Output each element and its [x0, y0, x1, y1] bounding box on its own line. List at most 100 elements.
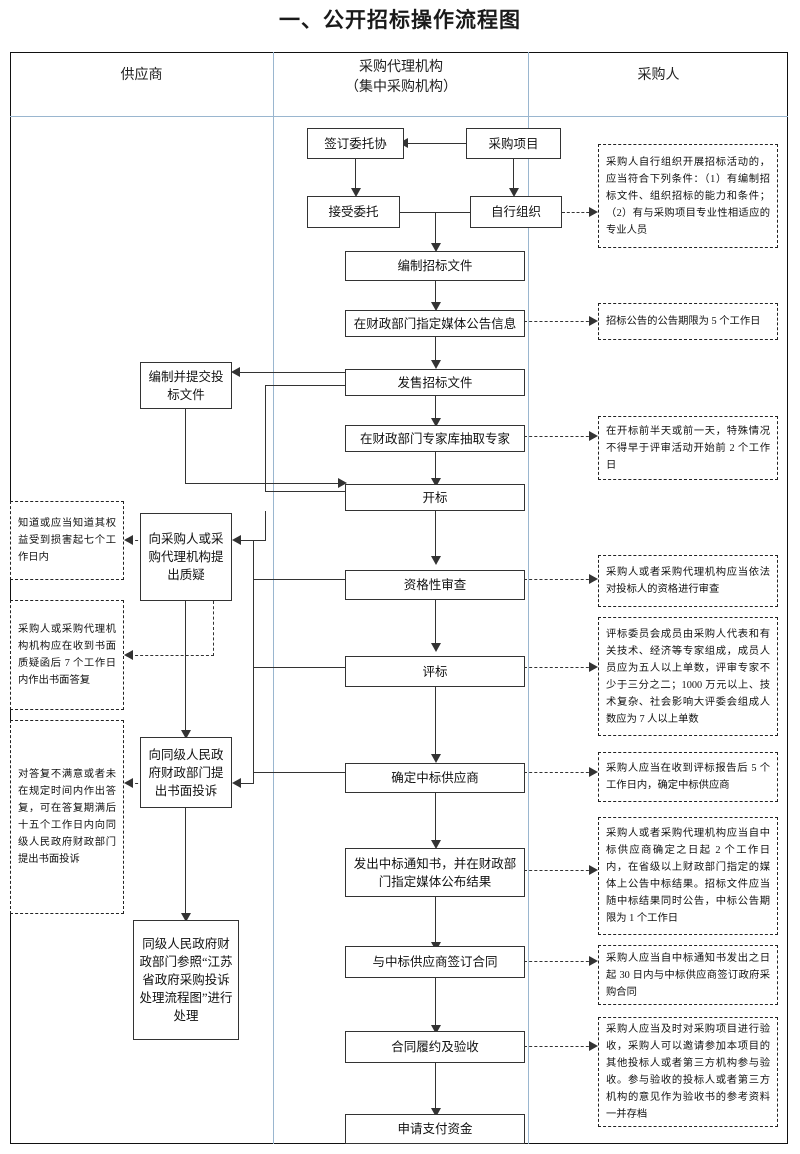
connector-bid-docs-down [185, 409, 187, 484]
arrowhead-notice-note [589, 865, 598, 875]
lane-header-rule [10, 116, 788, 117]
box-sign-contract[interactable]: 与中标供应商签订合同 [345, 946, 525, 978]
connector-evaluation-to-determine [435, 687, 437, 757]
note-evaluation: 评标委员会成员由采购人代表和有关技术、经济等专家组成，成员人员应为五人以上单数，… [598, 617, 778, 736]
box-prepare-docs[interactable]: 编制招标文件 [345, 251, 525, 281]
box-announce-media[interactable]: 在财政部门指定媒体公告信息 [345, 310, 525, 337]
arrowhead-sell-to-prepare-bid [231, 367, 240, 377]
box-procurement-project[interactable]: 采购项目 [466, 128, 561, 159]
connector-announce-to-sell [435, 337, 437, 363]
page-title: 一、公开招标操作流程图 [279, 8, 521, 32]
dash-experts-note [524, 436, 594, 437]
arrowhead-evaluation-to-determine [431, 754, 441, 763]
arrowhead-experts-note [589, 431, 598, 441]
arrowhead-qualification-note [589, 574, 598, 584]
box-complaint-handling[interactable]: 同级人民政府财政部门参照“江苏省政府采购投诉处理流程图”进行处理 [133, 920, 239, 1040]
arrowhead-prepare-to-announce [431, 302, 441, 311]
box-raise-question[interactable]: 向采购人或采购代理机构提出质疑 [140, 513, 232, 601]
dash-notice-note [524, 870, 594, 871]
note-reply-deadline: 采购人或采购代理机构机构应在收到书面质疑函后 7 个工作日内作出书面答复 [10, 600, 124, 710]
note-question-deadline: 知道或应当知道其权益受到损害起七个工作日内 [10, 501, 124, 580]
dash-evaluation-note [524, 667, 594, 668]
lane-divider-supplier-agency [273, 52, 274, 1144]
box-sign-entrust[interactable]: 签订委托协 [307, 128, 404, 159]
arrowhead-determine-note [589, 767, 598, 777]
connector-left-bus-tail [240, 783, 254, 785]
connector-sell-secondary [265, 385, 347, 387]
box-accept-entrust[interactable]: 接受委托 [307, 196, 400, 228]
note-complaint-deadline: 对答复不满意或者未在规定时间内作出答复，可在答复期满后十五个工作日内向同级人民政… [10, 720, 124, 914]
box-issue-notice[interactable]: 发出中标通知书，并在财政部门指定媒体公布结果 [345, 848, 525, 897]
arrowhead-question-note [124, 535, 133, 545]
arrowhead-announce-note [589, 316, 598, 326]
arrowhead-announce-to-sell [431, 360, 441, 369]
connector-sell-secondary-down [265, 385, 267, 492]
arrowhead-bid-docs-to-opening [338, 478, 347, 488]
note-self-organize: 采购人自行组织开展招标活动的，应当符合下列条件：（1）有编制招标文件、组织招标的… [598, 144, 778, 248]
dash-qualification-note [524, 579, 594, 580]
connector-prepare-to-announce [435, 281, 437, 305]
arrowhead-question-to-complaint [181, 730, 191, 739]
connector-contract-to-acceptance [435, 978, 437, 1028]
arrowhead-qualification-to-evaluation [431, 643, 441, 652]
arrowhead-contract-to-acceptance [431, 1025, 441, 1034]
arrowhead-complaint-to-handling [181, 913, 191, 922]
note-acceptance: 采购人应当及时对采购项目进行验收，采购人可以邀请参加本项目的其他投标人或者第三方… [598, 1017, 778, 1127]
note-experts: 在开标前半天或前一天，特殊情况不得早于评审活动开始前 2 个工作日 [598, 416, 778, 480]
box-apply-payment[interactable]: 申请支付资金 [345, 1114, 525, 1144]
box-sell-docs[interactable]: 发售招标文件 [345, 369, 525, 396]
connector-secondary-to-opening [265, 491, 347, 493]
connector-sell-to-prepare-bid [237, 372, 347, 374]
connector-sell-to-experts [435, 396, 437, 420]
dash-contract-note [524, 961, 594, 962]
box-bid-evaluation[interactable]: 评标 [345, 656, 525, 687]
connector-join-down [435, 212, 437, 246]
connector-opening-to-question-v [265, 511, 267, 541]
dash-announce-note [524, 321, 594, 322]
dash-acceptance-note [524, 1046, 594, 1047]
arrowhead-determine-to-notice [431, 840, 441, 849]
arrowhead-opening-to-qualification [431, 556, 441, 565]
box-qualification-review[interactable]: 资格性审查 [345, 570, 525, 600]
connector-question-to-complaint [185, 601, 187, 733]
dash-self-organize-note [562, 212, 594, 213]
arrowhead-bus-to-question [232, 535, 241, 545]
box-draw-experts[interactable]: 在财政部门专家库抽取专家 [345, 425, 525, 452]
box-determine-winner[interactable]: 确定中标供应商 [345, 763, 525, 793]
connector-complaint-to-handling [185, 808, 187, 916]
lane-header-supplier: 供应商 [120, 68, 163, 83]
arrowhead-join-to-prepare [431, 243, 441, 252]
lane-header-agency-line2: （集中采购机构） [345, 80, 457, 95]
box-contract-acceptance[interactable]: 合同履约及验收 [345, 1031, 525, 1063]
connector-qualification-left [253, 579, 347, 581]
arrowhead-project-to-self [509, 188, 519, 197]
connector-notice-to-contract [435, 897, 437, 945]
arrowhead-evaluation-note [589, 662, 598, 672]
connector-qualification-to-evaluation [435, 600, 437, 646]
connector-determine-to-notice [435, 793, 437, 843]
arrowhead-self-organize-note [589, 207, 598, 217]
arrowhead-sell-to-experts [431, 418, 441, 427]
lane-header-agency-line1: 采购代理机构 [359, 60, 443, 75]
lane-divider-agency-purchaser [528, 52, 529, 1144]
connector-acceptance-to-payment [435, 1063, 437, 1111]
arrowhead-experts-to-opening [431, 478, 441, 487]
box-file-complaint[interactable]: 向同级人民政府财政部门提出书面投诉 [140, 737, 232, 808]
note-notice: 采购人或者采购代理机构应当自中标供应商确定之日起 2 个工作日内，在省级以上财政… [598, 817, 778, 935]
note-qualification: 采购人或者采购代理机构应当依法对投标人的资格进行审查 [598, 555, 778, 607]
dash-determine-note [524, 772, 594, 773]
box-self-organize[interactable]: 自行组织 [470, 196, 562, 228]
note-contract: 采购人应当自中标通知书发出之日起 30 日内与中标供应商签订政府采购合同 [598, 945, 778, 1005]
arrowhead-bus-to-complaint [232, 778, 241, 788]
connector-evaluation-left [253, 667, 347, 669]
connector-sign-to-accept [355, 159, 357, 191]
dash-reply-note-v [213, 601, 214, 656]
box-bid-opening[interactable]: 开标 [345, 484, 525, 511]
box-prepare-bid-docs[interactable]: 编制并提交投标文件 [140, 362, 232, 409]
connector-experts-to-opening [435, 452, 437, 480]
connector-opening-to-qualification [435, 511, 437, 559]
dash-reply-note [130, 655, 214, 656]
arrowhead-reply-note [124, 650, 133, 660]
arrowhead-contract-note [589, 956, 598, 966]
